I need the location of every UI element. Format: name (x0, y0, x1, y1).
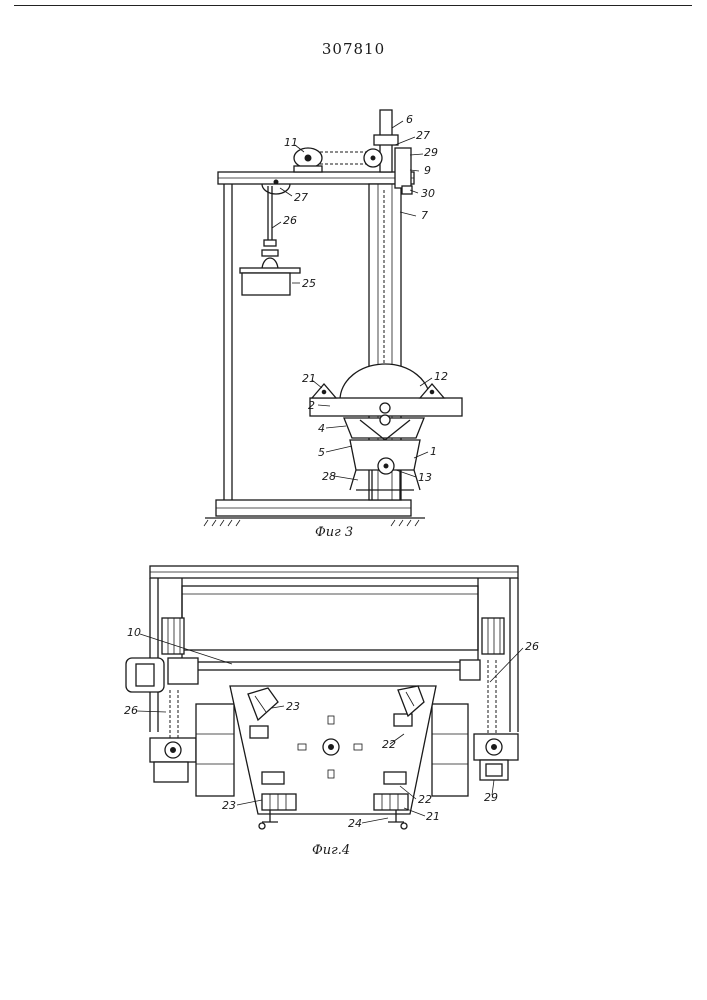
ground-base (204, 500, 425, 526)
label-11: 11 (284, 136, 298, 149)
label-24: 24 (348, 817, 362, 830)
label-21: 21 (302, 372, 316, 385)
label-26-left: 26 (124, 704, 138, 717)
label-23-top: 23 (286, 700, 300, 713)
label-29: 29 (424, 146, 438, 159)
motor-11 (294, 148, 366, 172)
label-23-bottom: 23 (222, 799, 236, 812)
figure-3-caption: Фиг 3 (315, 525, 353, 540)
label-5: 5 (318, 446, 325, 459)
label-25: 25 (302, 277, 316, 290)
label-30: 30 (421, 187, 435, 200)
shaft-10 (196, 662, 464, 670)
label-1: 1 (430, 445, 437, 458)
label-10: 10 (127, 626, 141, 639)
label-9: 9 (424, 164, 431, 177)
label-7: 7 (421, 209, 428, 222)
hoist-26 (262, 180, 290, 282)
label-27-pulley: 27 (294, 191, 308, 204)
label-4: 4 (318, 422, 325, 435)
label-6: 6 (406, 113, 413, 126)
label-2: 2 (308, 399, 315, 412)
label-12: 12 (434, 370, 448, 383)
label-22-top: 22 (382, 738, 396, 751)
top-crossbeam (218, 172, 414, 184)
label-26-right: 26 (525, 640, 539, 653)
label-13: 13 (418, 471, 432, 484)
figure-3: 6 27 29 9 11 27 30 7 26 25 21 12 2 4 5 1… (204, 110, 462, 540)
label-22-bottom: 22 (418, 793, 432, 806)
label-26: 26 (283, 214, 297, 227)
counterweight-25 (240, 268, 300, 295)
figure-4-caption: Фиг.4 (312, 843, 350, 858)
label-21: 21 (426, 810, 440, 823)
label-29: 29 (484, 791, 498, 804)
figure-4: 10 26 26 23 22 22 23 24 21 29 Фиг.4 (124, 566, 539, 858)
left-column (224, 182, 232, 500)
label-28: 28 (322, 470, 336, 483)
label-27: 27 (416, 129, 430, 142)
